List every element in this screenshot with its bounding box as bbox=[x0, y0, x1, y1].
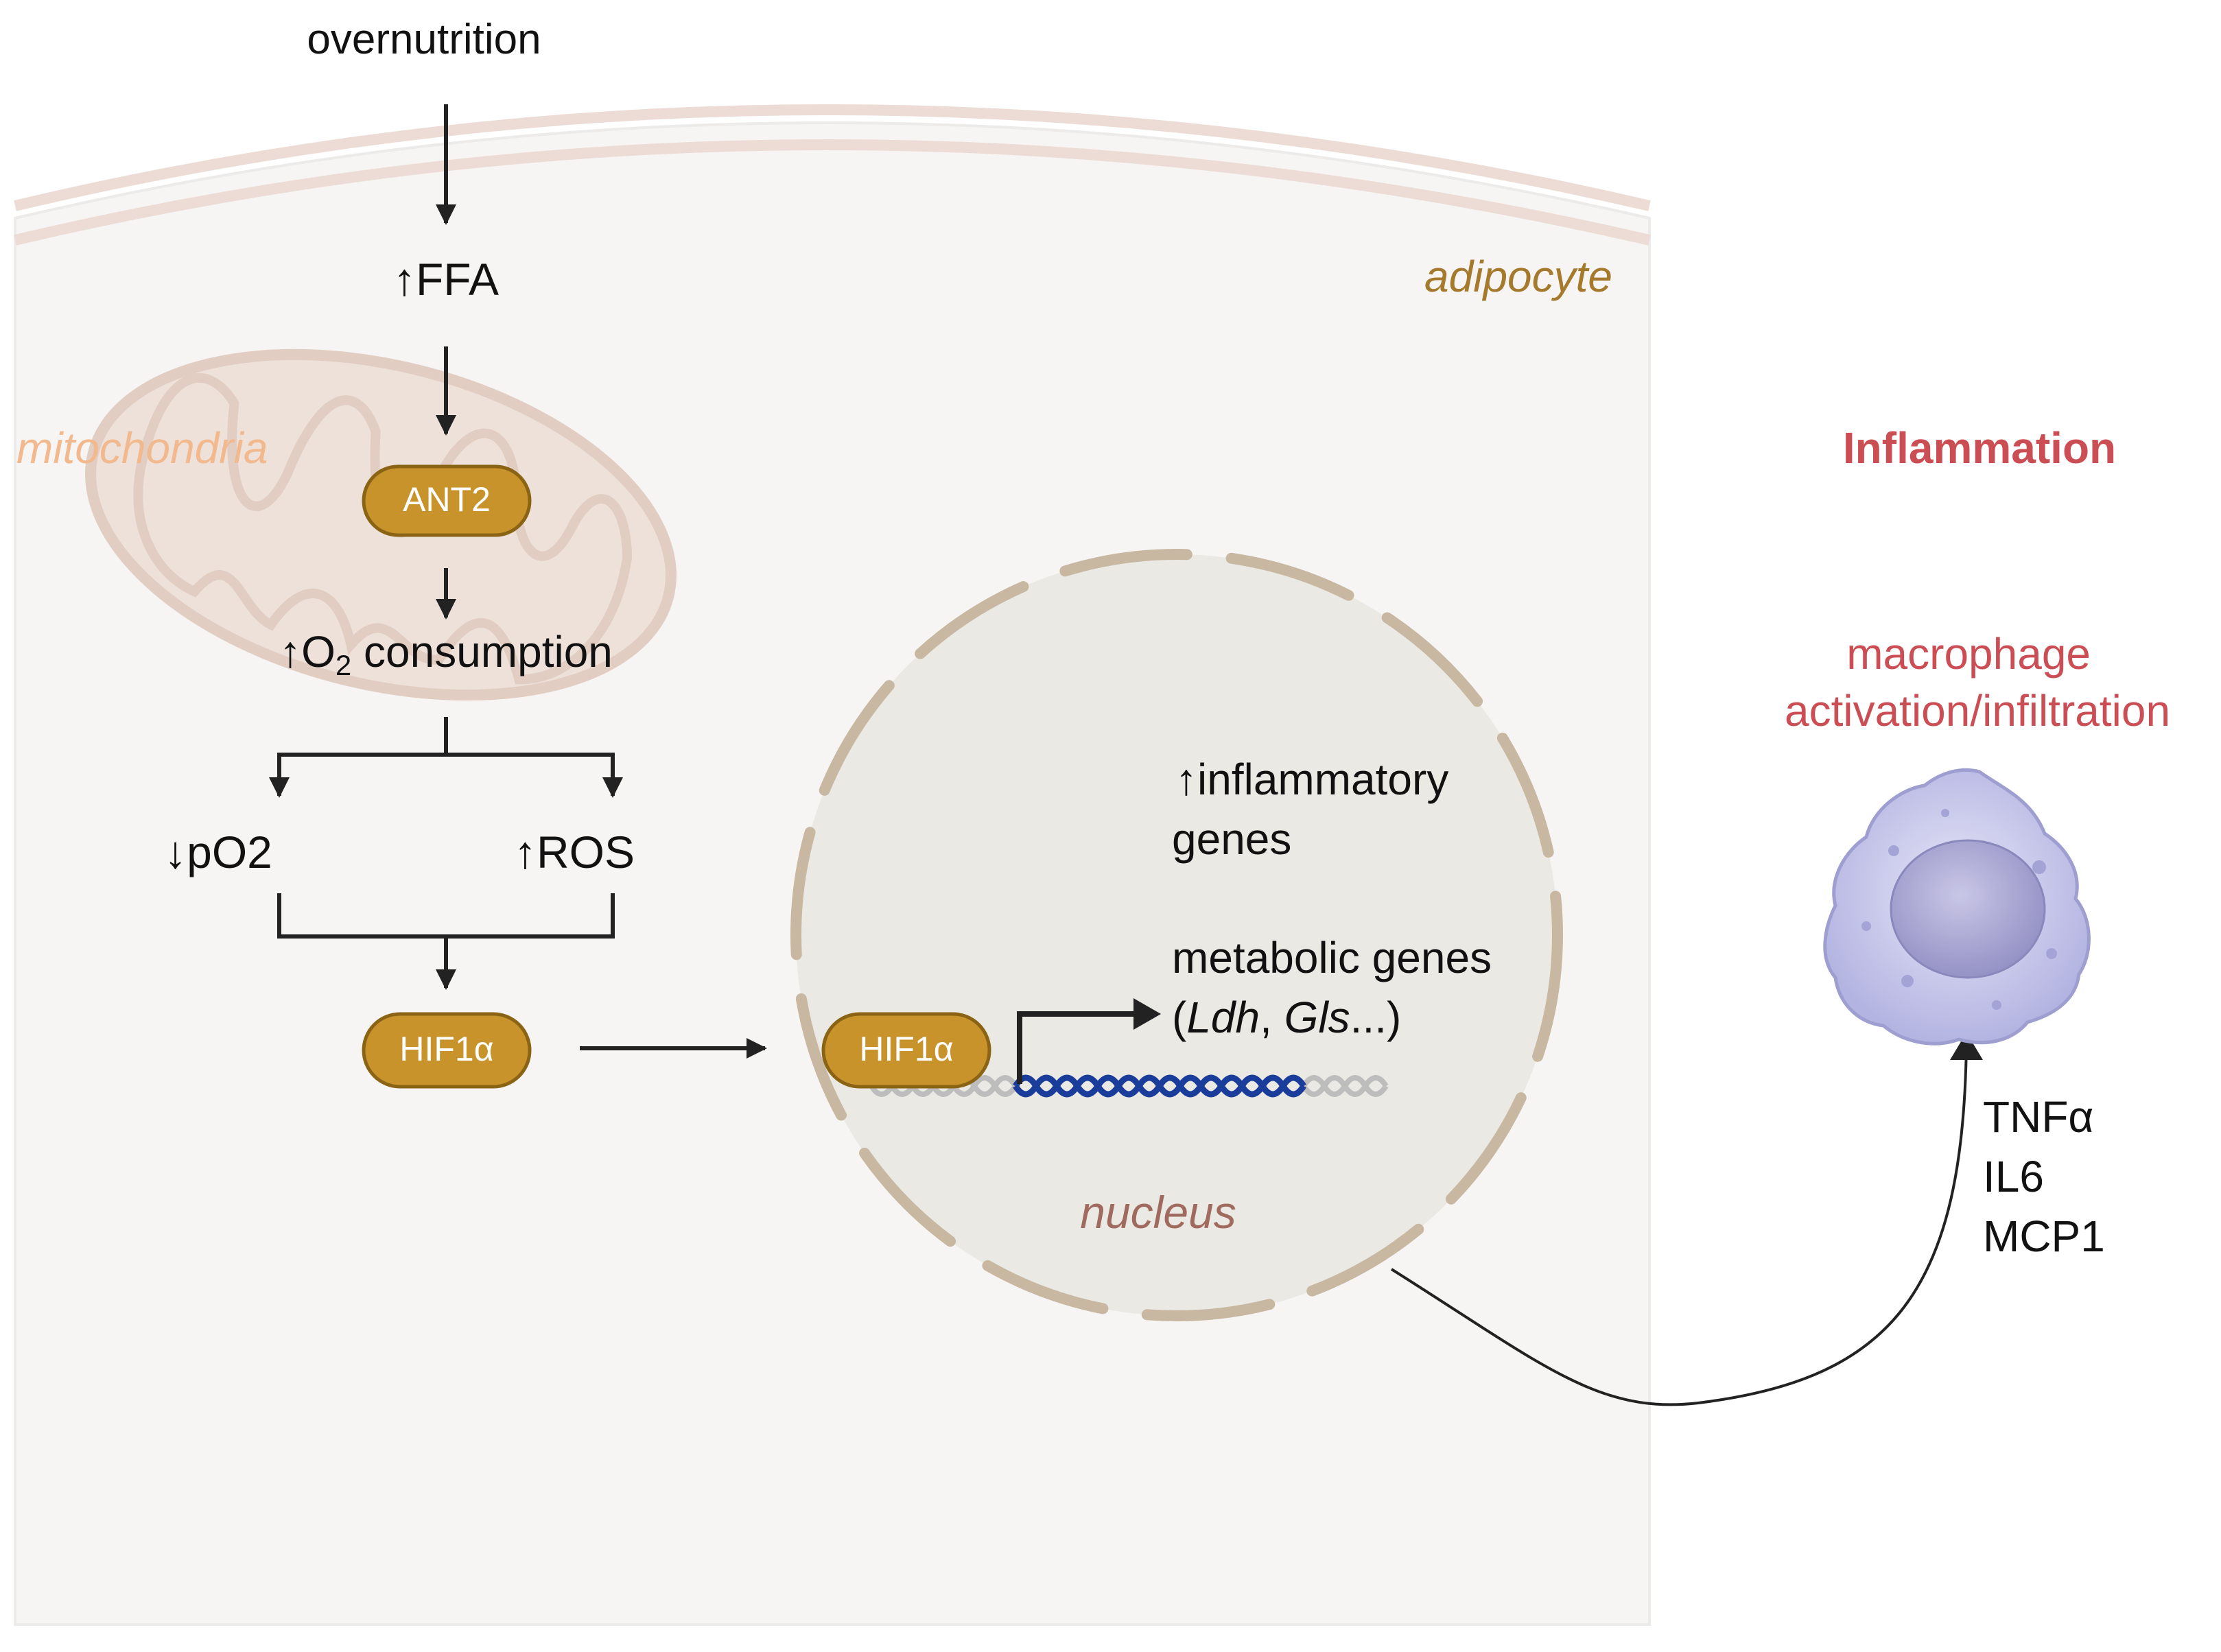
ant2-label: ANT2 bbox=[403, 480, 491, 519]
hif1a-protein-cytoplasm: HIF1α bbox=[362, 1012, 532, 1089]
transcription-start-arrow bbox=[1017, 1011, 1139, 1084]
overnutrition-label: overnutrition bbox=[307, 16, 541, 63]
cytokine-tnfa: TNFα bbox=[1983, 1092, 2093, 1142]
ffa-text: FFA bbox=[416, 254, 499, 305]
po2-label: ↓pO2 bbox=[164, 827, 272, 877]
merge-po2-ros-to-hif1a bbox=[277, 893, 615, 990]
branch-o2-to-po2-ros bbox=[269, 717, 623, 798]
nucleus-label: nucleus bbox=[1080, 1187, 1236, 1238]
mitochondria-label: mitochondria bbox=[16, 423, 268, 473]
transcription-start-arrowhead bbox=[1133, 998, 1161, 1030]
cytokine-list: TNFα IL6 MCP1 bbox=[1983, 1092, 2106, 1261]
o2-consumption-label: ↑O2 consumption bbox=[279, 627, 613, 681]
cytokine-il6: IL6 bbox=[1983, 1152, 2044, 1201]
hif1a-nuc-label: HIF1α bbox=[859, 1030, 953, 1068]
inflammation-heading: Inflammation bbox=[1843, 423, 2116, 473]
ros-label: ↑ROS bbox=[514, 827, 635, 877]
dna-helix bbox=[869, 1074, 1389, 1098]
arrow-nucleus-to-macrophage-head bbox=[1950, 1032, 1983, 1060]
nucleus bbox=[790, 549, 1563, 1321]
adipocyte-label: adipocyte bbox=[1424, 252, 1612, 301]
ffa-label: ↑FFA bbox=[393, 254, 499, 305]
macrophage bbox=[1823, 768, 2091, 1046]
inflammatory-genes-label: ↑inflammatory genes bbox=[1172, 755, 1461, 864]
metabolic-genes-label: metabolic genes (Ldh, Gls...) bbox=[1172, 933, 1504, 1042]
hif1a-protein-nucleus: HIF1α bbox=[821, 1012, 991, 1089]
ffa-up-arrow: ↑ bbox=[393, 254, 416, 305]
macrophage-label: macrophage activation/infiltration bbox=[1785, 629, 2170, 735]
cytokine-mcp1: MCP1 bbox=[1983, 1212, 2105, 1261]
arrow-nucleus-to-macrophage bbox=[1390, 1041, 1968, 1406]
ant2-protein: ANT2 bbox=[362, 464, 532, 537]
hif1a-cyto-label: HIF1α bbox=[399, 1030, 493, 1068]
